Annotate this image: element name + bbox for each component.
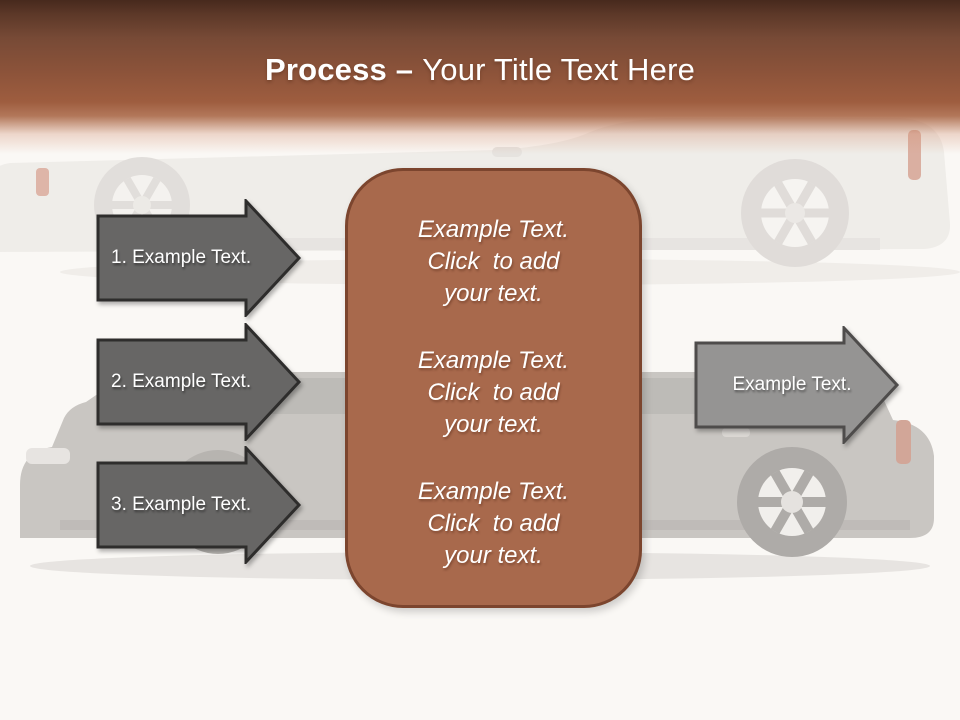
step-arrow-1[interactable]: 1. Example Text.	[96, 199, 302, 317]
step-arrow-2[interactable]: 2. Example Text.	[96, 323, 302, 441]
right-arrow-shape-icon	[694, 326, 900, 444]
header-gradient-band	[0, 0, 960, 156]
step-arrow-3-label: 3. Example Text.	[111, 494, 252, 515]
text-line: Example Text.	[417, 347, 570, 374]
slide-title[interactable]: Process –Your Title Text Here	[0, 52, 960, 88]
step-arrow-1-label: 1. Example Text.	[111, 247, 252, 268]
text-block-1[interactable]: Example Text. Click to add your text.	[362, 214, 625, 310]
right-arrow-shape-icon	[96, 446, 302, 564]
step-arrow-3[interactable]: 3. Example Text.	[96, 446, 302, 564]
right-arrow-shape-icon	[96, 323, 302, 441]
slide-title-regular: Your Title Text Here	[422, 52, 696, 87]
text-line: Click to add	[427, 510, 560, 537]
text-line: Click to add	[427, 248, 560, 275]
text-block-2[interactable]: Example Text. Click to add your text.	[362, 345, 625, 441]
center-text-box[interactable]: Example Text. Click to add your text. Ex…	[345, 168, 642, 608]
result-arrow[interactable]: Example Text.	[694, 326, 900, 444]
text-line: your text.	[444, 411, 543, 438]
text-line: Example Text.	[417, 478, 570, 505]
text-line: Click to add	[427, 379, 560, 406]
text-line: your text.	[444, 280, 543, 307]
text-line: your text.	[444, 542, 543, 569]
result-arrow-label: Example Text.	[732, 374, 852, 395]
text-line: Example Text.	[417, 216, 570, 243]
slide-title-bold: Process –	[264, 52, 414, 87]
step-arrow-2-label: 2. Example Text.	[111, 371, 252, 392]
right-arrow-shape-icon	[96, 199, 302, 317]
text-block-3[interactable]: Example Text. Click to add your text.	[362, 476, 625, 572]
